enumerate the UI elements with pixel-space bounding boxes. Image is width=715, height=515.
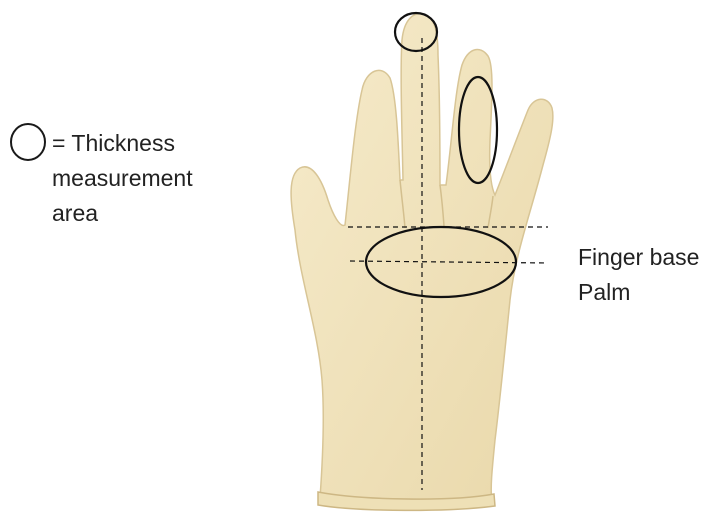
legend-line-3: area [52, 196, 193, 231]
legend-text: = Thickness measurement area [52, 126, 193, 231]
finger-base-label: Finger base [578, 240, 699, 275]
legend-line-1: = Thickness [52, 126, 193, 161]
legend-line-2: measurement [52, 161, 193, 196]
region-labels: Finger base Palm [578, 240, 699, 310]
legend-ellipse-icon [11, 124, 45, 160]
palm-label: Palm [578, 275, 699, 310]
